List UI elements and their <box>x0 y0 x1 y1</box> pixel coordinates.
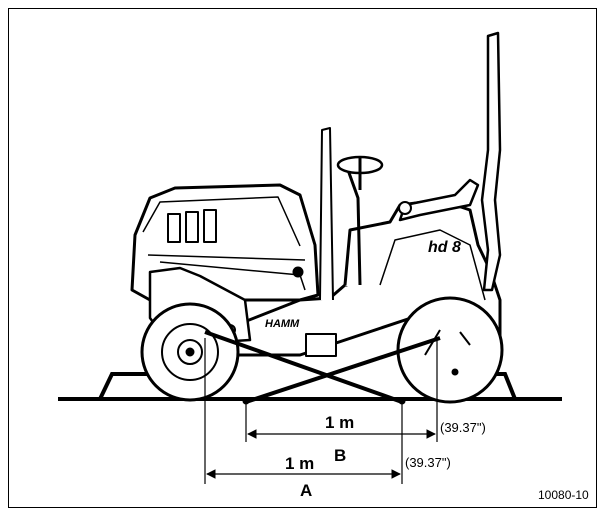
dim-upper-letter: B <box>334 446 346 465</box>
dim-upper-value: 1 m <box>325 413 354 432</box>
dimension-b <box>245 340 438 442</box>
dim-lower-letter: A <box>300 481 312 500</box>
rear-drum <box>140 302 240 402</box>
front-drum <box>396 296 504 404</box>
dim-lower-imperial: (39.37") <box>405 455 451 470</box>
dim-upper-imperial: (39.37") <box>440 420 486 435</box>
lifting-slings <box>204 330 441 404</box>
figure-id: 10080-10 <box>538 488 589 502</box>
dim-lower-value: 1 m <box>285 454 314 473</box>
dimension-a <box>204 338 403 484</box>
roller-body <box>130 31 502 357</box>
brand-mark: HAMM <box>265 318 300 330</box>
anchor-point-right <box>398 397 406 405</box>
model-mark: hd 8 <box>428 239 461 256</box>
anchor-point-left <box>242 397 250 405</box>
